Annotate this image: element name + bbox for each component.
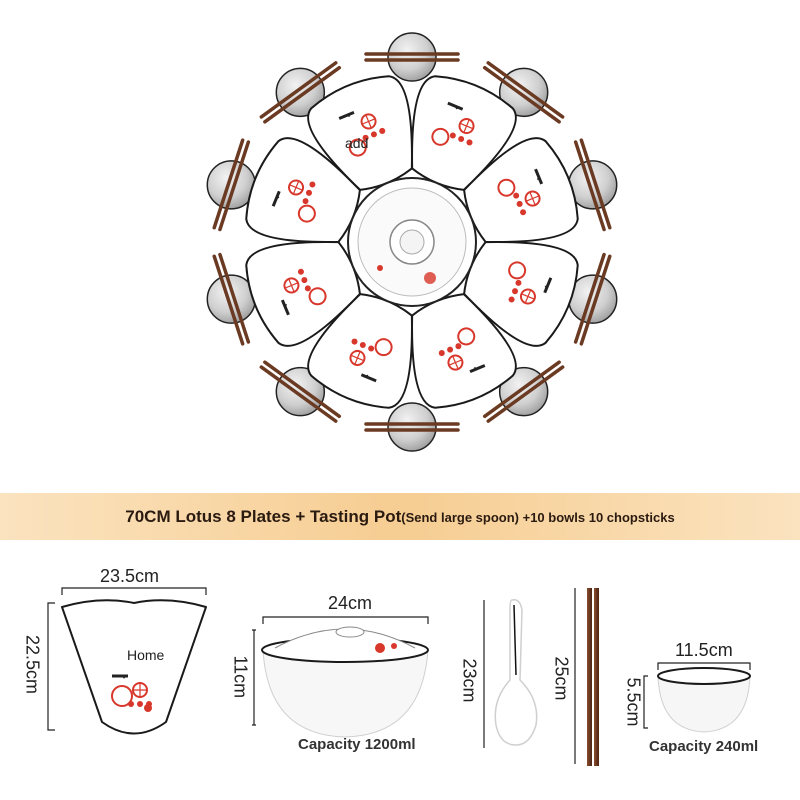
pot-width-label: 24cm xyxy=(328,593,373,613)
lotus-plate xyxy=(307,293,413,409)
chopstick xyxy=(486,365,565,423)
chopstick xyxy=(212,138,245,230)
chopstick xyxy=(259,61,338,119)
bowl-with-chopsticks xyxy=(259,360,342,423)
chopstick xyxy=(212,254,245,346)
bowl-with-chopsticks xyxy=(567,252,618,346)
chopstick xyxy=(259,365,338,423)
plate-width-label: 23.5cm xyxy=(100,566,160,586)
bowl xyxy=(387,32,437,82)
banner-sub: (Send large spoon) +10 bowls 10 chopstic… xyxy=(401,510,675,525)
chopstick xyxy=(263,65,342,124)
plate-height-label: 22.5cm xyxy=(22,634,43,695)
banner-main: 70CM Lotus 8 Plates + Tasting Pot xyxy=(125,507,402,526)
lotus-plate xyxy=(307,75,413,191)
bowl-with-chopsticks xyxy=(482,360,565,423)
chopstick xyxy=(218,252,251,344)
chopstick xyxy=(486,61,565,119)
overlay-label-add: add xyxy=(345,135,369,151)
lotus-plate xyxy=(411,293,517,409)
overlay-label-home: Home xyxy=(127,647,165,663)
tasting-pot-side xyxy=(261,626,429,738)
dimension-lines xyxy=(47,587,751,764)
bowl-with-chopsticks xyxy=(259,61,342,124)
bowl-with-chopsticks xyxy=(567,138,618,232)
chopstick xyxy=(573,140,606,232)
chopstick xyxy=(482,360,561,419)
tasting-pot-top xyxy=(347,177,477,307)
chopstick xyxy=(263,360,342,419)
bowl-with-chopsticks xyxy=(482,61,565,124)
lotus-plate xyxy=(463,241,579,347)
chopsticks-pair xyxy=(587,588,599,766)
single-plate xyxy=(61,599,207,735)
lotus-plate xyxy=(411,75,517,191)
chopstick xyxy=(218,140,251,232)
bowl-height-label: 5.5cm xyxy=(623,677,644,727)
lotus-plate xyxy=(463,137,579,243)
chopstick-length-label: 25cm xyxy=(551,656,572,701)
chopstick xyxy=(579,254,612,346)
small-bowl xyxy=(657,667,751,733)
bowl-capacity-caption: Capacity 240ml xyxy=(649,738,759,755)
bowl-ring xyxy=(206,32,618,452)
bowl-width-label: 11.5cm xyxy=(675,640,733,660)
bowl-with-chopsticks xyxy=(206,138,257,232)
lotus-plate xyxy=(245,137,361,243)
bowl xyxy=(387,402,437,452)
bowl-with-chopsticks xyxy=(364,402,460,452)
bowl-with-chopsticks xyxy=(206,252,257,346)
spoon-length-label: 23cm xyxy=(459,658,480,703)
pot-capacity-caption: Capacity 1200ml xyxy=(298,736,416,753)
bowl-with-chopsticks xyxy=(364,32,460,82)
chopstick xyxy=(579,138,612,230)
lotus-plate xyxy=(245,241,361,347)
banner-text: 70CM Lotus 8 Plates + Tasting Pot(Send l… xyxy=(0,493,800,540)
chopstick xyxy=(573,252,606,344)
lotus-plates xyxy=(245,75,579,409)
chopstick xyxy=(482,65,561,124)
pot-height-label: 11cm xyxy=(230,655,251,699)
spoon xyxy=(494,598,538,746)
product-banner: 70CM Lotus 8 Plates + Tasting Pot(Send l… xyxy=(0,493,800,540)
